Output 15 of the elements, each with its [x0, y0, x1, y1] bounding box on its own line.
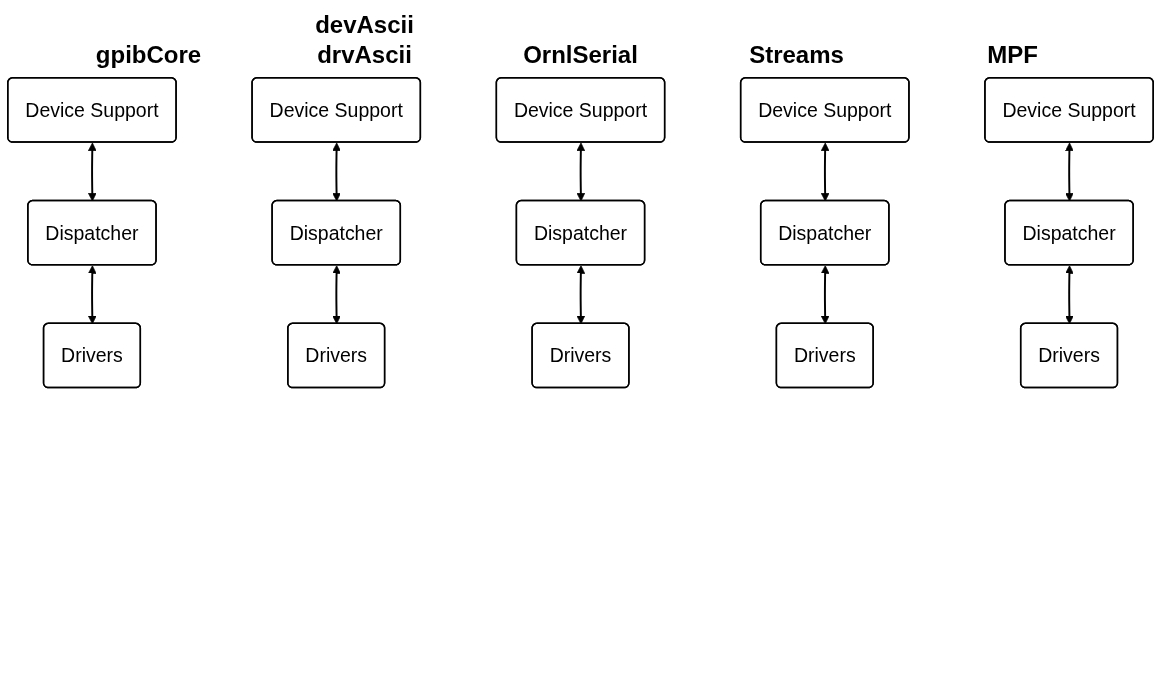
- column-heading: OrnlSerial: [522, 40, 639, 70]
- arrow: [820, 265, 830, 325]
- arrow: [88, 265, 97, 325]
- arrow: [332, 265, 341, 325]
- column-heading: MPF: [986, 40, 1039, 70]
- arrow: [576, 142, 586, 202]
- arrow: [88, 142, 97, 202]
- column-heading: gpibCore: [94, 40, 203, 70]
- arrow: [1065, 265, 1074, 325]
- arrow: [576, 265, 586, 325]
- column-heading: devAscii drvAscii: [314, 10, 415, 70]
- arrow: [820, 142, 830, 202]
- arrow: [1065, 142, 1074, 202]
- arrow: [332, 142, 341, 202]
- column-heading: Streams: [748, 40, 845, 70]
